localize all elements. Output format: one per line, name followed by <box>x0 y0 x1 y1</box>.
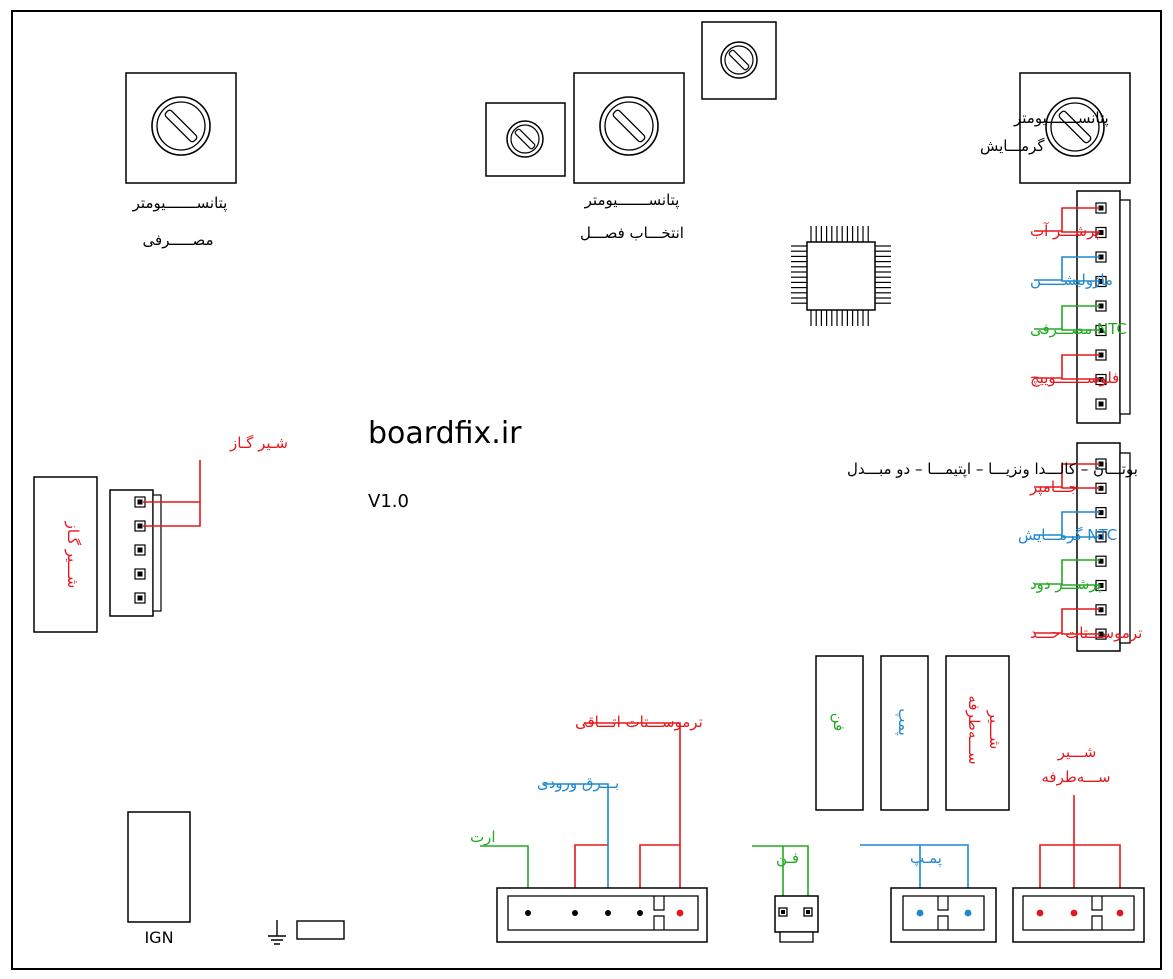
label-modulation: ماژولیشـــــن <box>1030 271 1113 289</box>
lower-connector-pin-center <box>1098 558 1104 564</box>
gas-connector-pin-center <box>137 523 143 529</box>
version-label: V1.0 <box>368 491 409 512</box>
pot-consumption-label-1: پتانســـــــیومتر <box>132 194 228 213</box>
label-jumper: جـــامپر <box>1029 478 1078 497</box>
ign-label: IGN <box>144 928 173 947</box>
upper-connector-pin-center <box>1098 279 1104 284</box>
trimmer-small-2[interactable] <box>701 21 777 100</box>
relay-three-way: شـــیر ســـه‌طرفه <box>945 655 1010 811</box>
potentiometer-heating[interactable] <box>1019 72 1131 184</box>
label-flow-switch: فلوســـــــوییچ <box>1030 369 1119 387</box>
label-smoke-pressure: پرشـــر دود <box>1030 575 1102 594</box>
power-input-label: بـــرق ورودی <box>537 774 619 792</box>
label-water-pressure: پرشـــر آب <box>1030 222 1100 241</box>
lower-connector-pin-center <box>1098 631 1104 637</box>
pump-connector-label: پمـپ <box>910 849 942 868</box>
fan-connector-label: فـن <box>776 849 799 867</box>
gas-connector-pin-center <box>137 595 143 601</box>
relay-fan-label: فن <box>830 713 848 732</box>
room-thermostat-label: ترموســـتات اتـــاقی <box>575 713 703 731</box>
lower-connector-pin-center <box>1098 485 1104 491</box>
relay-pump-label: پمپ <box>894 708 913 736</box>
lower-sensor-connector[interactable] <box>1076 442 1131 652</box>
pot-heating-label-2: گرمـــایش <box>980 137 1045 155</box>
fan-connector[interactable] <box>774 895 819 943</box>
three-way-valve-connector[interactable] <box>1012 887 1145 943</box>
earth-label: ارت <box>470 828 496 846</box>
gas-connector-pin-center <box>137 499 143 505</box>
microcontroller-chip <box>791 226 891 326</box>
relay-fan: فن <box>815 655 864 811</box>
three-way-valve-label-1: شـــیر <box>1057 743 1097 761</box>
lower-connector-pin-center <box>1098 461 1104 467</box>
site-title: boardfix.ir <box>368 416 522 451</box>
ground-terminal[interactable] <box>296 920 345 940</box>
label-ntc-heating: NTC گرمـــایش <box>1018 526 1117 544</box>
relay-pump: پمپ <box>880 655 929 811</box>
potentiometer-consumption[interactable] <box>125 72 237 184</box>
gas-valve-box-label: شـــیر گـاز <box>64 521 82 589</box>
upper-connector-pin-center <box>1098 303 1104 309</box>
upper-connector-pin-center <box>1098 328 1104 333</box>
three-way-valve-label-2: ســـه‌طرفه <box>1041 768 1110 786</box>
gas-valve-connector[interactable] <box>109 489 162 617</box>
upper-connector-pin-center <box>1098 377 1104 382</box>
trimmer-small-1[interactable] <box>485 102 566 177</box>
lower-connector-pin-center <box>1098 510 1104 516</box>
gas-connector-pin-center <box>137 571 143 577</box>
pump-connector[interactable] <box>890 887 997 943</box>
pot-consumption-label-2: مصـــــرفی <box>143 231 214 249</box>
ign-block: IGN <box>127 811 191 947</box>
gas-valve-label: شـیر گـاز <box>229 434 288 452</box>
upper-connector-pin-center <box>1098 205 1104 211</box>
pot-season-label-2: انتخـــاب فصـــل <box>580 224 684 242</box>
label-limit-thermostat: ترموســـتات حـــد <box>1030 624 1142 642</box>
relay-three-way-label-2: ســـه‌طرفه <box>965 695 983 764</box>
lower-connector-pin-center <box>1098 607 1104 613</box>
main-power-connector[interactable] <box>496 887 708 943</box>
relay-three-way-label-1: شـــیر <box>986 710 1004 750</box>
ground-icon <box>268 920 286 945</box>
models-subtitle: بوتـــان – کالـــدا ونزیـــا – اپتیمـــا… <box>847 460 1138 479</box>
pot-heating-label-1: پتانســـــــیومتر <box>1013 109 1109 128</box>
upper-connector-pin-center <box>1098 254 1104 260</box>
label-ntc-consumption: NTC مصـــرفی <box>1030 320 1127 338</box>
gas-valve-relay-box: شـــیر گـاز <box>33 476 98 633</box>
upper-connector-pin-center <box>1098 352 1104 358</box>
pot-season-label-1: پتانســـــــیومتر <box>584 191 680 210</box>
lower-connector-pin-center <box>1098 583 1104 588</box>
gas-connector-pin-center <box>137 547 143 553</box>
upper-connector-pin-center <box>1098 230 1104 235</box>
lower-connector-pin-center <box>1098 534 1104 540</box>
potentiometer-season[interactable] <box>573 72 685 184</box>
upper-connector-pin-center <box>1098 401 1104 407</box>
upper-sensor-connector[interactable] <box>1076 190 1131 424</box>
